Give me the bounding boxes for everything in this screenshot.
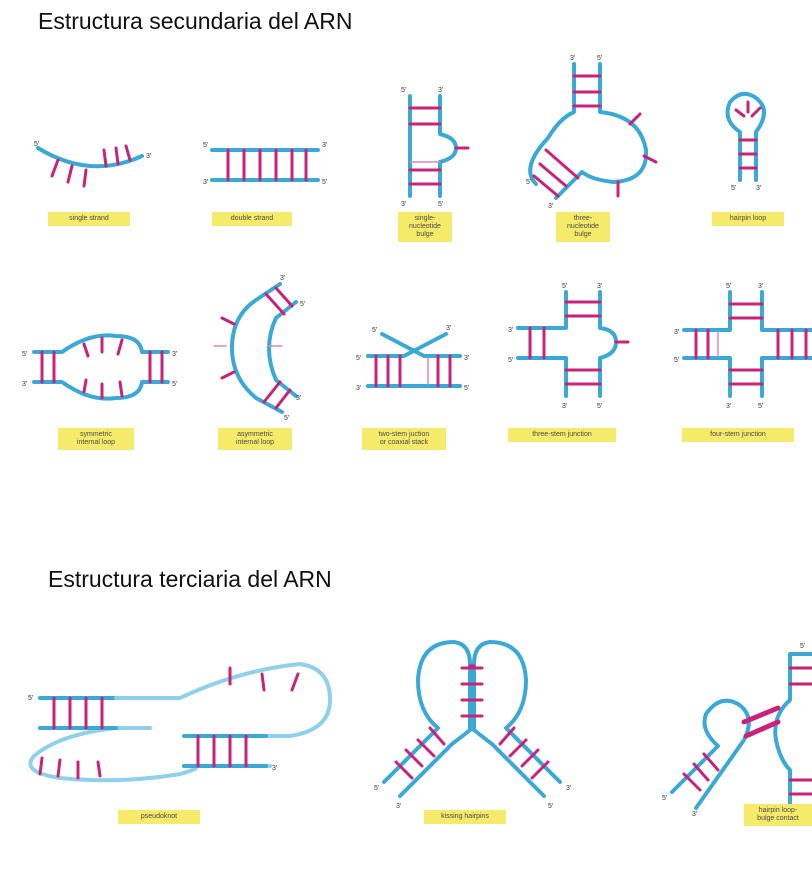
asymmetric-loop-motif: 3' 5' 3' 5' — [214, 275, 305, 422]
symmetric-loop-motif: 5' 3' 3' 5' — [22, 335, 177, 398]
double-strand-3prime: 3' — [203, 179, 208, 186]
asymloop-3prime-bottom: 3' — [296, 395, 301, 402]
fourstem-3prime-bottom: 3' — [726, 403, 731, 410]
fourstem-5prime-left: 5' — [674, 357, 679, 364]
three-bulge-motif: 3' 5' 5' 3' — [526, 55, 656, 210]
bulge1-3prime-top: 3' — [438, 87, 443, 94]
hbcontact-5prime: 5' — [662, 795, 667, 802]
label-three-stem-junction: three-stem junction — [508, 428, 616, 442]
bulge3-3prime: 3' — [548, 203, 553, 210]
asymloop-5prime-bottom: 5' — [284, 415, 289, 422]
four-stem-junction-motif: 5' 3' 3' 5' 3' 5' — [674, 283, 812, 410]
label-four-stem-junction: four-stem junction — [682, 428, 794, 442]
asymloop-3prime: 3' — [280, 275, 285, 282]
twostem-3prime-left: 3' — [356, 385, 361, 392]
hbcontact-3prime: 3' — [692, 811, 697, 818]
threestem-5prime-left: 5' — [508, 357, 513, 364]
label-two-stem-junction: two-stem juction or coaxial stack — [362, 428, 446, 450]
threestem-3prime-top: 3' — [597, 283, 602, 290]
label-hairpin-loop-bulge-contact: hairpin loop- bulge contact — [744, 804, 812, 826]
twostem-3prime: 3' — [446, 325, 451, 332]
label-hairpin-loop: hairpin loop — [712, 212, 784, 226]
single-strand-3prime: 3' — [146, 153, 151, 160]
label-three-nucleotide-bulge: three- nucleotide bulge — [556, 212, 610, 242]
hbcontact-5prime-top: 5' — [800, 643, 805, 650]
bulge1-3prime: 3' — [401, 201, 406, 208]
label-kissing-hairpins: kissing hairpins — [424, 810, 506, 824]
single-strand-motif: 5' 3' — [34, 141, 151, 186]
hairpin-loop-motif: 5' 3' — [728, 94, 764, 192]
bulge3-5prime-top: 5' — [597, 55, 602, 62]
twostem-5prime: 5' — [372, 327, 377, 334]
symloop-5prime: 5' — [22, 351, 27, 358]
pseudoknot-3prime: 3' — [272, 765, 277, 772]
fourstem-3prime-top: 3' — [758, 283, 763, 290]
double-strand-motif: 5' 3' 3' 5' — [203, 142, 327, 186]
threestem-3prime-left: 3' — [508, 327, 513, 334]
double-strand-5prime: 5' — [203, 142, 208, 149]
hairpin-3prime: 3' — [756, 185, 761, 192]
twostem-5prime-right: 5' — [464, 385, 469, 392]
asymloop-5prime: 5' — [300, 301, 305, 308]
single-bulge-motif: 5' 3' 3' 5' — [401, 87, 468, 208]
kissing-5prime-right: 5' — [548, 803, 553, 810]
label-double-strand: double strand — [212, 212, 292, 226]
symloop-3prime: 3' — [22, 381, 27, 388]
pseudoknot-motif: 5' 3' — [28, 664, 330, 780]
threestem-5prime-bottom: 5' — [597, 403, 602, 410]
kissing-3prime: 3' — [396, 803, 401, 810]
label-symmetric-internal-loop: symmetric internal loop — [58, 428, 134, 450]
pseudoknot-5prime: 5' — [28, 695, 33, 702]
kissing-3prime-right: 3' — [566, 785, 571, 792]
twostem-3prime-right: 3' — [464, 355, 469, 362]
kissing-hairpins-motif: 5' 3' 5' 3' — [374, 642, 571, 810]
two-stem-junction-motif: 5' 3' 5' 3' 3' 5' — [356, 325, 469, 392]
kissing-5prime: 5' — [374, 785, 379, 792]
single-strand-5prime: 5' — [34, 141, 39, 148]
bulge3-3prime-top: 3' — [570, 55, 575, 62]
fourstem-3prime-left: 3' — [674, 329, 679, 336]
bulge1-5prime-bottom: 5' — [438, 201, 443, 208]
twostem-5prime-left: 5' — [356, 355, 361, 362]
threestem-3prime-bottom: 3' — [562, 403, 567, 410]
threestem-5prime-top: 5' — [562, 283, 567, 290]
hairpin-5prime: 5' — [731, 185, 736, 192]
label-asymmetric-internal-loop: asymmetric internal loop — [218, 428, 292, 450]
double-strand-5prime-bottom: 5' — [322, 179, 327, 186]
bulge3-5prime: 5' — [526, 179, 531, 186]
bulge1-5prime: 5' — [401, 87, 406, 94]
label-single-nucleotide-bulge: single- nucleotide bulge — [398, 212, 452, 242]
double-strand-3prime-top: 3' — [322, 142, 327, 149]
three-stem-junction-motif: 5' 3' 3' 5' 3' 5' — [508, 283, 628, 410]
symloop-3prime-right: 3' — [172, 351, 177, 358]
fourstem-5prime-bottom: 5' — [758, 403, 763, 410]
label-pseudoknot: pseudoknot — [118, 810, 200, 824]
label-single-strand: single strand — [48, 212, 130, 226]
fourstem-5prime-top: 5' — [726, 283, 731, 290]
hairpin-bulge-contact-motif: 5' 3' 5' 3' — [662, 643, 812, 818]
symloop-5prime-right: 5' — [172, 381, 177, 388]
